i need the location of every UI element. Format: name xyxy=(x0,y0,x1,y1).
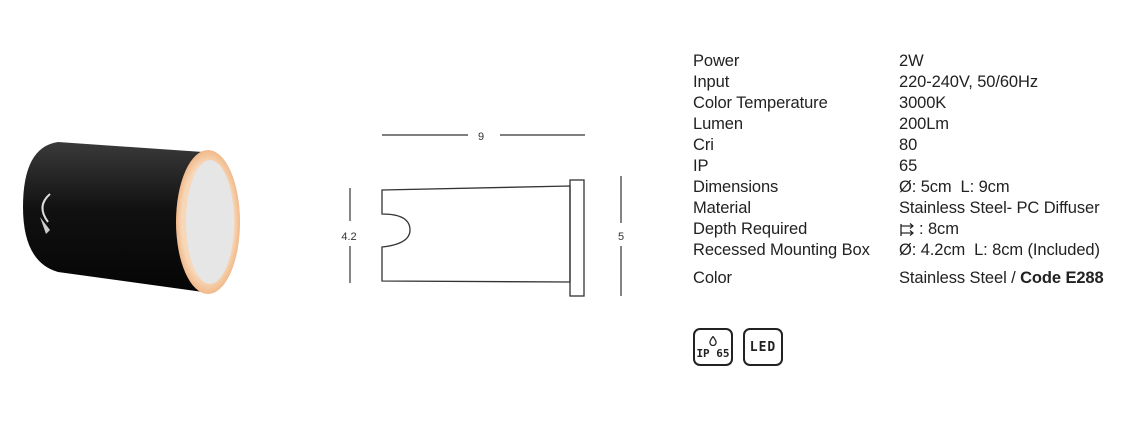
depth-arrow-icon xyxy=(900,222,914,236)
spec-value: 220-240V, 50/60Hz xyxy=(899,73,1038,91)
spec-row-cri: Cri 80 xyxy=(693,135,1104,156)
spec-row-recessed-mounting-box: Recessed Mounting Box Ø: 4.2cm L: 8cm (I… xyxy=(693,240,1104,261)
ip65-badge: IP 65 xyxy=(693,328,733,366)
diameter-label: 5 xyxy=(618,231,624,243)
spec-row-dimensions: Dimensions Ø: 5cm L: 9cm xyxy=(693,177,1104,198)
spec-label: Power xyxy=(693,52,740,70)
certification-badges: IP 65 LED xyxy=(693,328,783,366)
product-image xyxy=(18,122,248,312)
spec-value: Stainless Steel / Code E288 xyxy=(899,268,1104,289)
water-drop-icon xyxy=(709,335,717,346)
spec-label: Color xyxy=(693,269,732,287)
front-cap-outline xyxy=(569,179,585,297)
spec-row-depth-required: Depth Required : 8cm xyxy=(693,219,1104,240)
led-text: LED xyxy=(749,339,777,355)
spec-row-power: Power 2W xyxy=(693,51,1104,72)
spec-row-input: Input 220-240V, 50/60Hz xyxy=(693,72,1104,93)
spec-label: Recessed Mounting Box xyxy=(693,241,870,259)
length-label: 9 xyxy=(478,131,484,143)
wall-light-cylinder-image xyxy=(23,142,240,294)
spec-value: Ø: 5cm L: 9cm xyxy=(899,178,1010,196)
spec-row-color-temperature: Color Temperature 3000K xyxy=(693,93,1104,114)
spec-label: Dimensions xyxy=(693,178,779,196)
height-label: 4.2 xyxy=(341,231,356,243)
spec-row-color: Color Stainless Steel / Code E288 xyxy=(693,268,1104,289)
spec-value: : 8cm xyxy=(899,219,959,240)
depth-value: : 8cm xyxy=(919,220,959,238)
spec-value: 80 xyxy=(899,136,918,154)
spec-label: Lumen xyxy=(693,115,743,133)
spec-label: IP xyxy=(693,157,709,175)
spec-label: Depth Required xyxy=(693,220,808,238)
spec-label: Input xyxy=(693,73,730,91)
led-badge: LED xyxy=(743,328,783,366)
technical-drawing: 9 4.2 5 xyxy=(330,118,640,313)
spec-value: Ø: 4.2cm L: 8cm (Included) xyxy=(899,241,1100,259)
spec-row-ip: IP 65 xyxy=(693,156,1104,177)
product-code: E288 xyxy=(1065,269,1104,287)
housing-outline xyxy=(381,185,571,283)
spec-label: Color Temperature xyxy=(693,94,828,112)
color-value: Stainless Steel / xyxy=(899,269,1021,287)
spec-table: Power 2W Input 220-240V, 50/60Hz Color T… xyxy=(693,51,1104,289)
spec-value: 65 xyxy=(899,157,918,175)
spec-value: 2W xyxy=(899,52,924,70)
spec-value: Stainless Steel- PC Diffuser xyxy=(899,199,1100,217)
spec-label: Cri xyxy=(693,136,714,154)
spec-row-material: Material Stainless Steel- PC Diffuser xyxy=(693,198,1104,219)
product-code-label: Code xyxy=(1020,269,1061,287)
spec-value: 200Lm xyxy=(899,115,949,133)
spec-label: Material xyxy=(693,199,751,217)
ip-rating-text: IP 65 xyxy=(696,346,730,360)
spec-value: 3000K xyxy=(899,94,947,112)
spec-row-lumen: Lumen 200Lm xyxy=(693,114,1104,135)
